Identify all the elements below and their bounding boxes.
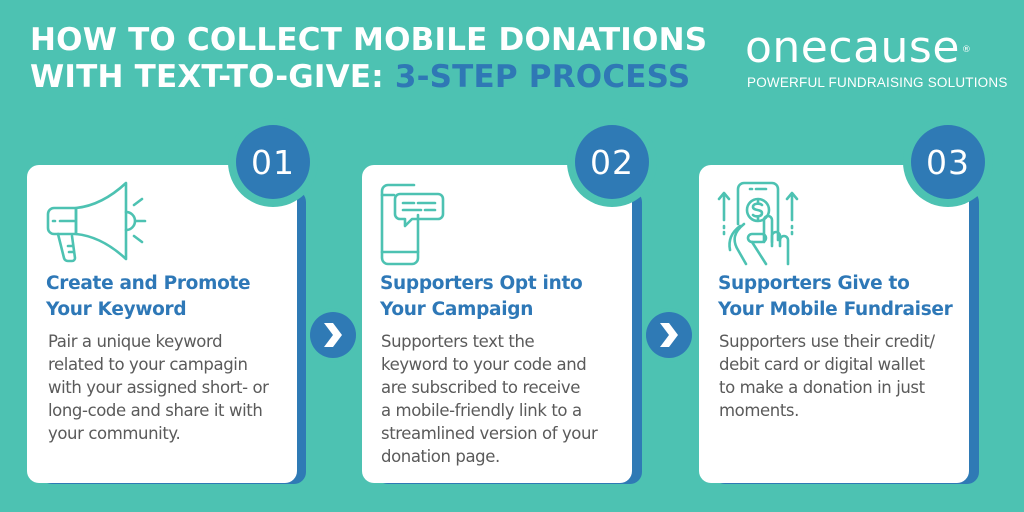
next-step-connector-1 — [310, 312, 356, 358]
step-description: Pair a unique keyword related to your ca… — [48, 330, 298, 445]
description-line: related to your campagin — [48, 355, 248, 374]
step-heading: Create and Promote Your Keyword — [46, 271, 251, 323]
step-description: Supporters text the keyword to your code… — [381, 330, 631, 468]
registered-mark: ® — [961, 45, 972, 55]
step-card — [699, 165, 969, 483]
step-heading: Supporters Give to Your Mobile Fundraise… — [718, 271, 953, 323]
phone-donation-icon — [717, 181, 799, 266]
step-number: 01 — [236, 125, 310, 199]
heading-line-2: Your Keyword — [46, 299, 187, 320]
title-accent: 3-STEP PROCESS — [394, 59, 691, 95]
description-line: debit card or digital wallet — [719, 355, 925, 374]
description-line: moments. — [719, 401, 799, 420]
description-line: keyword to your code and — [381, 355, 587, 374]
description-line: your community. — [48, 424, 181, 443]
description-line: streamlined version of your — [381, 424, 598, 443]
heading-line-1: Supporters Opt into — [380, 273, 583, 294]
heading-line-2: Your Campaign — [380, 299, 534, 320]
brand-logo: onecause® POWERFUL FUNDRAISING SOLUTIONS — [745, 26, 1008, 91]
megaphone-icon — [46, 181, 147, 263]
description-line: Pair a unique keyword — [48, 332, 223, 351]
phone-chat-icon — [380, 183, 445, 266]
logo-text: onecause — [745, 22, 960, 73]
step-heading: Supporters Opt into Your Campaign — [380, 271, 583, 323]
chevron-right-icon — [324, 323, 342, 347]
description-line: a mobile-friendly link to a — [381, 401, 582, 420]
description-line: with your assigned short- or — [48, 378, 269, 397]
heading-line-2: Your Mobile Fundraiser — [718, 299, 953, 320]
title-line-2-prefix: WITH TEXT-TO-GIVE: — [30, 59, 395, 95]
chevron-right-icon — [660, 323, 678, 347]
page-title: HOW TO COLLECT MOBILE DONATIONS WITH TEX… — [30, 22, 707, 96]
description-line: are subscribed to receive — [381, 378, 580, 397]
next-step-connector-2 — [646, 312, 692, 358]
heading-line-1: Supporters Give to — [718, 273, 910, 294]
description-line: to make a donation in just — [719, 378, 925, 397]
step-number: 02 — [575, 125, 649, 199]
heading-line-1: Create and Promote — [46, 273, 251, 294]
description-line: Supporters use their credit/ — [719, 332, 935, 351]
description-line: donation page. — [381, 447, 500, 466]
step-number: 03 — [911, 125, 985, 199]
brand-tagline: POWERFUL FUNDRAISING SOLUTIONS — [747, 75, 1008, 90]
step-description: Supporters use their credit/ debit card … — [719, 330, 969, 422]
description-line: long-code and share it with — [48, 401, 263, 420]
step-card — [27, 165, 297, 483]
step-card — [362, 165, 632, 483]
title-line-1: HOW TO COLLECT MOBILE DONATIONS — [30, 22, 708, 58]
description-line: Supporters text the — [381, 332, 535, 351]
logo-wordmark: onecause® — [745, 26, 1008, 70]
title-line-2: WITH TEXT-TO-GIVE: 3-STEP PROCESS — [30, 59, 707, 96]
